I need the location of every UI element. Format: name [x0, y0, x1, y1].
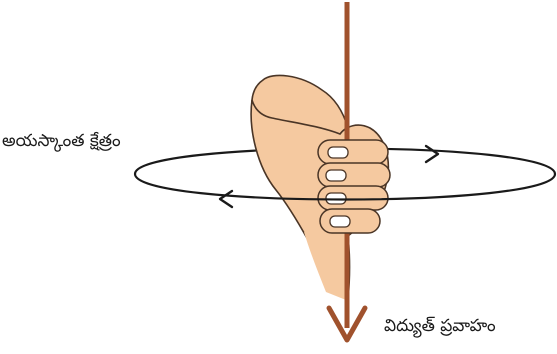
- fingers: [318, 140, 390, 233]
- electric-current-label: విద్యుత్ ప్రవాహం: [384, 316, 496, 340]
- magnetic-field-label: అయస్కాంత క్షేత్రం: [2, 131, 121, 155]
- wrist: [304, 232, 346, 300]
- field-arrow-left-icon: [220, 191, 232, 207]
- fingernail-4: [330, 216, 350, 227]
- fingernail-2: [326, 170, 346, 181]
- field-arrow-right-icon: [426, 146, 438, 162]
- fingernail-1: [328, 147, 348, 158]
